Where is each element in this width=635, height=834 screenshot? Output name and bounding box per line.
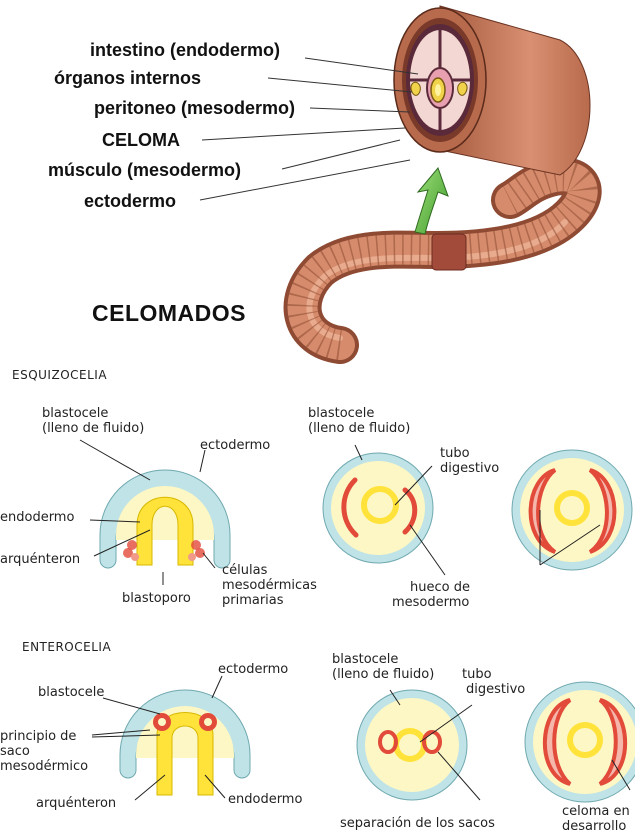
enterocelia-gastrula [120,690,250,795]
esq2-blastocele-2: (lleno de fluido) [308,421,410,436]
esq1-arquenteron: arquénteron [0,552,80,567]
esquizocelia-section-2 [323,453,433,563]
label-celoma: CELOMA [102,130,180,151]
ent2-blastocele-1: blastocele [332,652,398,667]
enterocelia-section-2 [357,690,467,800]
ent2-separacion: separación de los sacos [340,816,495,831]
ent3-celoma-2: desarrollo [562,819,626,834]
ent2-tubo-2: digestivo [466,682,525,697]
heading-esquizocelia: ESQUIZOCELIA [12,368,107,382]
ent1-principio-3: mesodérmico [0,759,88,774]
esq2-hueco-1: hueco de [410,580,470,595]
esq1-endodermo: endodermo [0,510,74,525]
esq1-celulas-1: células [222,563,267,578]
esq2-tubo-1: tubo [440,446,470,461]
esquizocelia-gastrula [100,470,230,568]
earthworm [303,176,583,345]
esq1-blastocele-2: (lleno de fluido) [42,421,144,436]
ent1-principio-1: principio de [0,729,76,744]
ent2-tubo-1: tubo [462,667,492,682]
esq1-blastocele-1: blastocele [42,406,108,421]
esquizocelia-section-3 [512,450,632,570]
label-organos-internos: órganos internos [54,68,201,89]
esq2-blastocele-1: blastocele [308,406,374,421]
enterocelia-section-3 [525,682,635,802]
ent3-celoma-1: celoma en [562,804,630,819]
ent1-endodermo: endodermo [228,792,302,807]
ent1-arquenteron: arquénteron [36,796,116,811]
esq2-tubo-2: digestivo [440,461,499,476]
label-musculo: músculo (mesodermo) [48,160,241,181]
ent1-ectodermo: ectodermo [218,662,288,677]
esq1-celulas-2: mesodérmicas [222,578,317,593]
esq1-celulas-3: primarias [222,593,284,608]
title-celomados: CELOMADOS [92,300,246,327]
ent1-blastocele: blastocele [38,685,104,700]
label-peritoneo: peritoneo (mesodermo) [94,98,295,119]
ent2-blastocele-2: (lleno de fluido) [332,667,434,682]
heading-enterocelia: ENTEROCELIA [22,640,111,654]
ent1-principio-2: saco [0,744,30,759]
green-arrow-icon [415,168,448,234]
label-ectodermo-top: ectodermo [84,191,176,212]
esq2-hueco-2: mesodermo [392,595,469,610]
cross-section-cylinder [394,6,590,175]
esq1-blastoporo: blastoporo [122,591,191,606]
label-intestino: intestino (endodermo) [90,40,280,61]
esq1-ectodermo: ectodermo [200,438,270,453]
